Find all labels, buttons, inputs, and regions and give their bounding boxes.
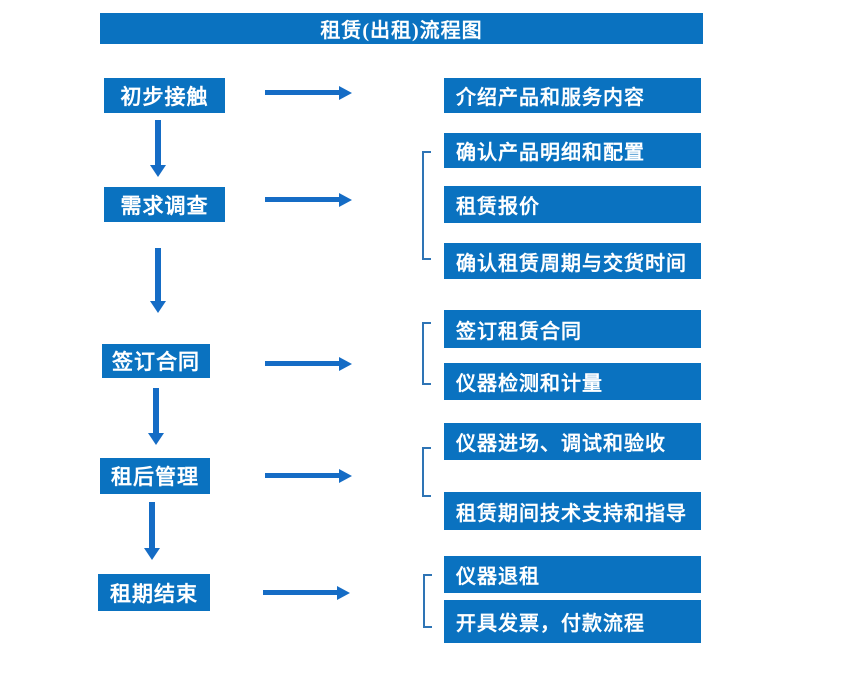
- down-arrow-icon-step2-step3: [155, 248, 161, 301]
- flowchart-title-banner: 租赁(出租)流程图: [100, 13, 703, 44]
- right-arrow-icon-step3: [265, 361, 339, 366]
- detail-box-introduce-products-services: 介绍产品和服务内容: [444, 78, 701, 113]
- right-arrow-icon-step2: [265, 197, 339, 202]
- detail-box-confirm-product-config: 确认产品明细和配置: [444, 133, 701, 168]
- bracket-icon-group-sign-contract: [422, 322, 431, 385]
- flowchart-title: 租赁(出租)流程图: [320, 20, 483, 42]
- detail-box-invoice-payment-process: 开具发票，付款流程: [444, 600, 701, 643]
- detail-box-rental-quotation: 租赁报价: [444, 186, 701, 223]
- detail-box-instrument-testing-metering: 仪器检测和计量: [444, 363, 701, 400]
- down-arrow-icon-step4-step5: [149, 502, 155, 548]
- step-box-lease-end: 租期结束: [98, 574, 210, 611]
- down-arrow-icon-step1-step2: [155, 120, 161, 165]
- detail-box-instrument-entry-debug-acceptance: 仪器进场、调试和验收: [444, 423, 701, 460]
- right-arrow-icon-step1: [265, 90, 339, 95]
- detail-box-confirm-period-delivery: 确认租赁周期与交货时间: [444, 243, 701, 279]
- right-arrow-icon-step5: [263, 590, 337, 595]
- down-arrow-icon-step3-step4: [153, 388, 159, 433]
- step-box-sign-contract: 签订合同: [102, 344, 210, 378]
- detail-box-rental-tech-support: 租赁期间技术支持和指导: [444, 492, 701, 530]
- right-arrow-icon-step4: [265, 473, 339, 478]
- step-box-demand-survey: 需求调查: [104, 187, 225, 222]
- detail-box-instrument-return: 仪器退租: [444, 556, 701, 593]
- step-box-post-rental-management: 租后管理: [100, 458, 210, 494]
- step-box-initial-contact: 初步接触: [104, 78, 225, 113]
- bracket-icon-group-demand-survey: [422, 151, 431, 260]
- bracket-icon-group-post-rental: [422, 447, 431, 497]
- bracket-icon-group-lease-end: [423, 574, 432, 628]
- detail-box-sign-rental-contract: 签订租赁合同: [444, 310, 701, 348]
